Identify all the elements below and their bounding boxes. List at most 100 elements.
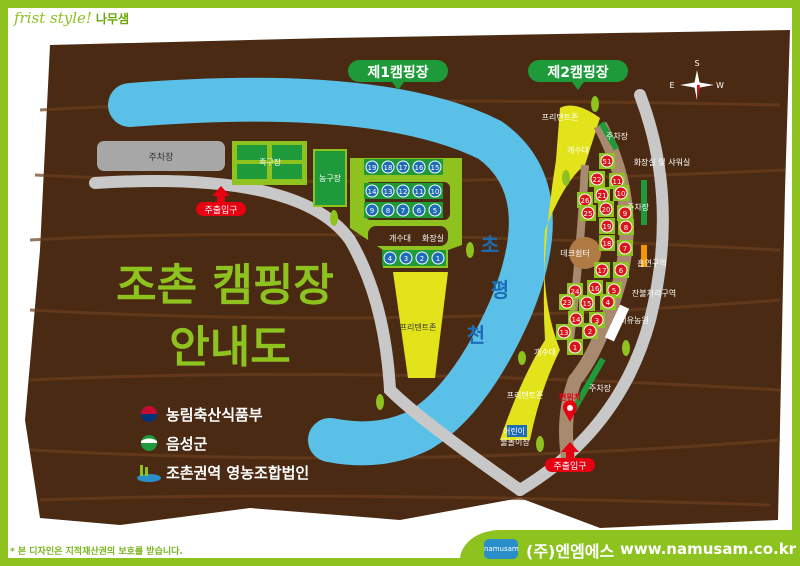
campsite-marker[interactable] <box>365 160 379 174</box>
campsite-marker[interactable] <box>396 203 410 217</box>
current-location-label: 현위치 <box>559 392 581 402</box>
zone1-badge[interactable] <box>348 60 448 82</box>
campsite-number: 9 <box>623 210 627 218</box>
campsite-marker[interactable] <box>381 160 395 174</box>
entrance-badge-2[interactable] <box>545 458 595 472</box>
campsite-marker[interactable] <box>557 325 571 339</box>
campsite-marker[interactable] <box>618 241 632 255</box>
campsite-number: 2 <box>588 328 592 336</box>
campsite-marker[interactable] <box>600 219 614 233</box>
campsite-number: 13 <box>384 188 393 196</box>
campsite-marker[interactable] <box>412 160 426 174</box>
label: 흡연구역 <box>637 258 666 268</box>
campsite-marker[interactable] <box>365 184 379 198</box>
campsite-marker[interactable] <box>569 312 583 326</box>
campsite-marker[interactable] <box>601 295 615 309</box>
jokgu-label: 족구장 <box>259 157 282 167</box>
campsite-marker[interactable] <box>600 154 614 168</box>
campsite-number: 22 <box>593 176 602 184</box>
campsite-marker[interactable] <box>431 251 445 265</box>
entrance-arrow <box>212 186 230 203</box>
campsite-marker[interactable] <box>560 295 574 309</box>
campsite-marker[interactable] <box>428 160 442 174</box>
label: 개수대 <box>567 145 589 155</box>
campsite-number: 10 <box>617 190 626 198</box>
campsite-number: 4 <box>606 299 611 307</box>
campsite-marker[interactable] <box>365 203 379 217</box>
campsite-marker[interactable] <box>614 186 628 200</box>
parking-label: 주차장 <box>149 151 174 163</box>
zone1-inner <box>368 226 448 246</box>
campsite-number: 2 <box>420 255 424 263</box>
current-location-pin-icon <box>563 400 577 422</box>
court <box>272 145 302 160</box>
campsite-marker[interactable] <box>412 184 426 198</box>
campsite-marker[interactable] <box>583 324 597 338</box>
campsite-number: 18 <box>603 240 612 248</box>
smoking-area <box>641 245 647 267</box>
label: 프리텐트존 <box>507 390 544 400</box>
river <box>108 77 553 466</box>
campsite-marker[interactable] <box>619 220 633 234</box>
roads <box>89 89 669 496</box>
court <box>237 145 267 160</box>
campsite-marker[interactable] <box>614 263 628 277</box>
campsite-number: 1 <box>436 255 440 263</box>
court <box>272 164 302 179</box>
campsite-marker[interactable] <box>399 251 413 265</box>
label: 치유농원 <box>619 316 648 325</box>
sponsor-3: 조촌권역 영농조합법인 <box>166 464 309 482</box>
map-title-line1: 조촌 캠핑장 <box>116 260 334 311</box>
company-name: (주)엔엠에스 <box>526 542 615 561</box>
campsite-marker[interactable] <box>581 206 595 220</box>
compass-top: S <box>694 59 699 68</box>
campsite-number: 23 <box>563 299 572 307</box>
campsite-number: 6 <box>417 207 422 215</box>
campsite-number: 20 <box>602 206 611 214</box>
campsite-number: 17 <box>598 267 607 275</box>
campsite-number: 17 <box>399 164 408 172</box>
campsite-marker[interactable] <box>568 340 582 354</box>
toilet-label: 화장실 <box>422 233 444 243</box>
basketball-court <box>313 149 347 207</box>
campsite-marker[interactable] <box>383 251 397 265</box>
entrance-label-2: 주출입구 <box>553 460 586 472</box>
label: 개수대 <box>534 347 556 357</box>
campsite-marker[interactable] <box>600 236 614 250</box>
campsite-number: 1 <box>573 344 577 352</box>
campsite-marker[interactable] <box>428 203 442 217</box>
campsite-number: 11 <box>415 188 424 196</box>
campsite-marker[interactable] <box>588 281 602 295</box>
sink-label: 개수대 <box>389 233 411 243</box>
campsite-marker[interactable] <box>396 160 410 174</box>
campsite-marker[interactable] <box>396 184 410 198</box>
campsite-marker[interactable] <box>590 172 604 186</box>
tree-icons <box>330 96 630 452</box>
campsite-marker[interactable] <box>415 251 429 265</box>
label: 잔불처리구역 <box>632 288 676 298</box>
badge-pointer <box>392 82 404 90</box>
campsite-number: 26 <box>581 197 590 205</box>
zone2-badge[interactable] <box>528 60 628 82</box>
campsite-number: 19 <box>368 164 377 172</box>
campsite-number: 6 <box>619 267 624 275</box>
river-name-2: 평 <box>491 278 509 302</box>
campsite-number: 25 <box>584 210 593 218</box>
campsite-marker[interactable] <box>599 202 613 216</box>
campsite-marker[interactable] <box>595 263 609 277</box>
campsite-number: 18 <box>384 164 393 172</box>
campsite-marker[interactable] <box>381 184 395 198</box>
campsite-number: 16 <box>415 164 424 172</box>
healing-farm <box>604 304 630 342</box>
campsite-number: 5 <box>433 207 437 215</box>
campsite-number: 16 <box>591 285 600 293</box>
campsite-marker[interactable] <box>412 203 426 217</box>
entrance-badge[interactable] <box>196 202 246 216</box>
campsite-marker[interactable] <box>580 296 594 310</box>
website-link[interactable]: www.namusam.co.kr <box>620 540 797 558</box>
campsite-marker[interactable] <box>428 184 442 198</box>
sponsor-1: 농림축산식품부 <box>166 406 263 424</box>
campsite-marker[interactable] <box>381 203 395 217</box>
deck-shelter <box>569 237 601 269</box>
copyright-notice: * 본 디자인은 지적재산권의 보호를 받습니다. <box>10 547 183 557</box>
